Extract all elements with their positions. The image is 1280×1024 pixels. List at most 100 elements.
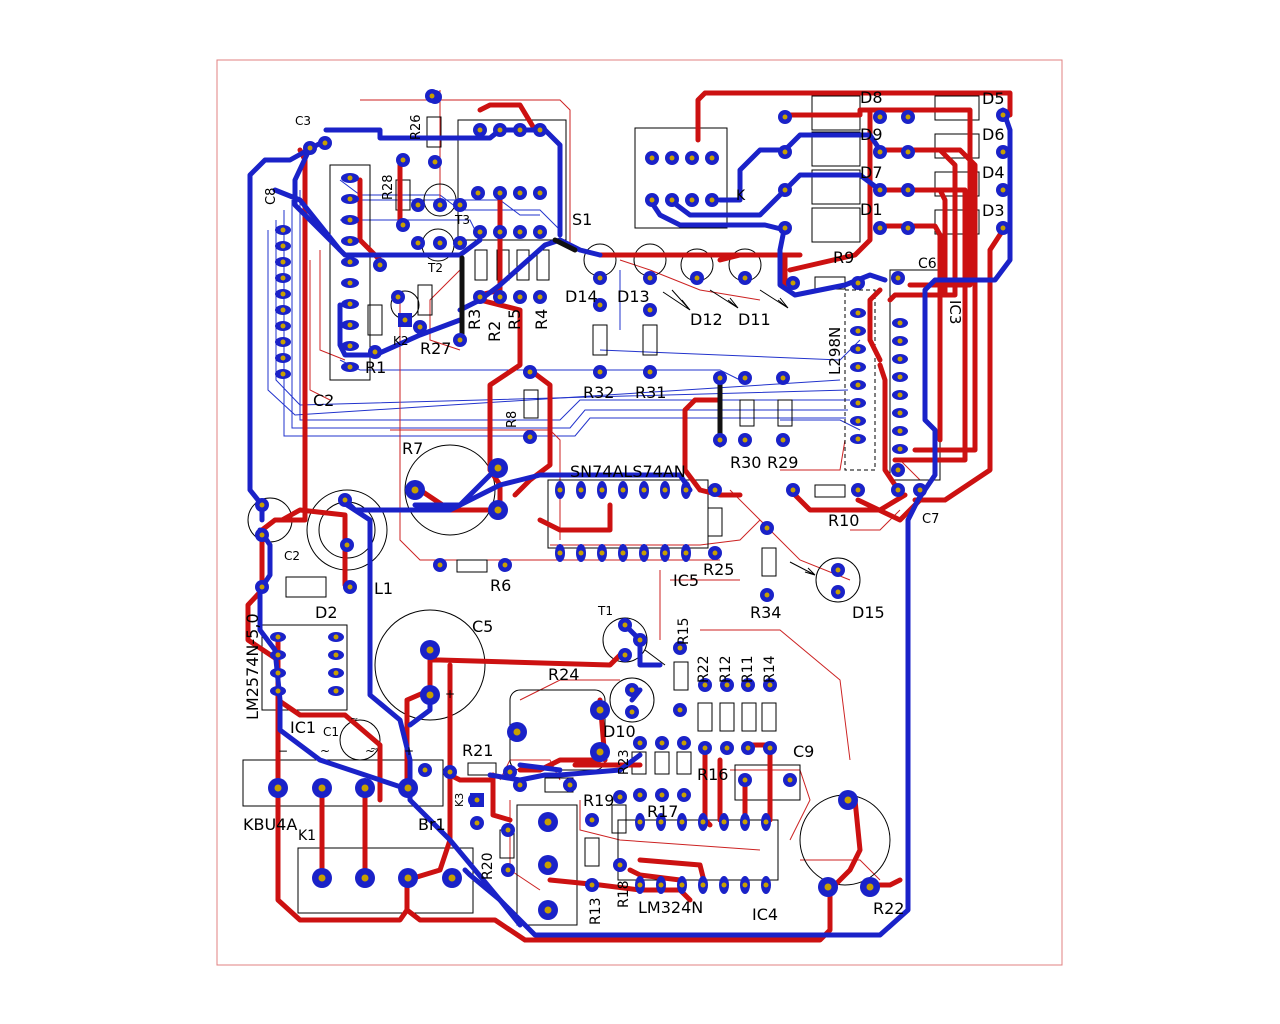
pad — [255, 528, 269, 542]
pad — [892, 408, 908, 418]
label-r14: R14 — [762, 655, 778, 683]
pad — [493, 225, 507, 239]
pad — [892, 426, 908, 436]
pad — [303, 141, 317, 155]
pad — [996, 145, 1010, 159]
label-ic1: IC1 — [290, 718, 316, 737]
pad — [677, 736, 691, 750]
pad — [665, 193, 679, 207]
pad — [275, 337, 291, 347]
pad — [590, 700, 610, 720]
pad — [873, 145, 887, 159]
svg-text:+: + — [445, 687, 455, 701]
pad — [740, 876, 750, 894]
pad — [786, 483, 800, 497]
pad — [681, 481, 691, 499]
pad — [760, 588, 774, 602]
pad — [555, 481, 565, 499]
label-r27: R27 — [420, 339, 451, 358]
pad — [418, 763, 432, 777]
label-r6: R6 — [490, 576, 511, 595]
pad — [343, 580, 357, 594]
pad — [453, 333, 467, 347]
label-r18: R18 — [616, 880, 632, 908]
pad — [698, 678, 712, 692]
pad — [275, 353, 291, 363]
pad — [783, 773, 797, 787]
pad — [738, 371, 752, 385]
label-d12: D12 — [690, 310, 723, 329]
pad — [645, 193, 659, 207]
pad — [763, 741, 777, 755]
pad — [538, 812, 558, 832]
label-r3: R3 — [465, 309, 484, 330]
pad — [892, 336, 908, 346]
pad — [270, 650, 286, 660]
pad — [677, 788, 691, 802]
pad — [411, 236, 425, 250]
label-ic5: IC5 — [673, 571, 699, 590]
pad — [778, 221, 792, 235]
pad — [428, 155, 442, 169]
pad — [901, 221, 915, 235]
pad — [368, 345, 382, 359]
label-r26: R26 — [409, 114, 424, 140]
pad — [398, 313, 412, 327]
pad — [473, 123, 487, 137]
label-l298n: L298N — [826, 327, 844, 375]
label-r1: R1 — [365, 358, 386, 377]
svg-text:~: ~ — [365, 744, 375, 758]
label-k2: K2 — [393, 334, 409, 348]
pad — [708, 546, 722, 560]
label-lm2574: LM2574N-5,0 — [243, 613, 262, 720]
label-d11: D11 — [738, 310, 771, 329]
pad — [690, 271, 704, 285]
pad — [673, 703, 687, 717]
pad — [555, 544, 565, 562]
pad — [355, 868, 375, 888]
pad — [850, 362, 866, 372]
pad — [341, 341, 359, 351]
pad — [420, 685, 440, 705]
pad — [391, 290, 405, 304]
pad — [443, 765, 457, 779]
pad — [740, 813, 750, 831]
pad — [340, 538, 354, 552]
pad — [655, 736, 669, 750]
pad — [503, 765, 517, 779]
label-s1: S1 — [572, 210, 592, 229]
pad — [996, 221, 1010, 235]
pad — [513, 290, 527, 304]
pad — [713, 371, 727, 385]
label-r12: R12 — [718, 655, 734, 683]
label-r20: R20 — [480, 852, 496, 880]
pad — [618, 648, 632, 662]
pad — [655, 788, 669, 802]
pad — [501, 823, 515, 837]
label-r16: R16 — [697, 765, 728, 784]
label-c6: C6 — [918, 256, 937, 272]
label-d8: D8 — [860, 88, 883, 107]
pad — [328, 686, 344, 696]
pad — [453, 236, 467, 250]
pad — [613, 858, 627, 872]
label-r30: R30 — [730, 453, 761, 472]
pad — [873, 110, 887, 124]
label-d4: D4 — [982, 163, 1005, 182]
label-ic3: IC3 — [946, 300, 964, 324]
pad — [275, 257, 291, 267]
pad — [892, 318, 908, 328]
pad — [493, 290, 507, 304]
pad — [493, 123, 507, 137]
pad — [645, 151, 659, 165]
pad — [270, 686, 286, 696]
pad — [741, 678, 755, 692]
pad — [673, 641, 687, 655]
pad — [597, 544, 607, 562]
label-r31: R31 — [635, 383, 666, 402]
label-d1: D1 — [860, 200, 883, 219]
label-d2: D2 — [315, 603, 338, 622]
pad — [996, 183, 1010, 197]
pads — [255, 89, 1010, 920]
pad — [720, 741, 734, 755]
